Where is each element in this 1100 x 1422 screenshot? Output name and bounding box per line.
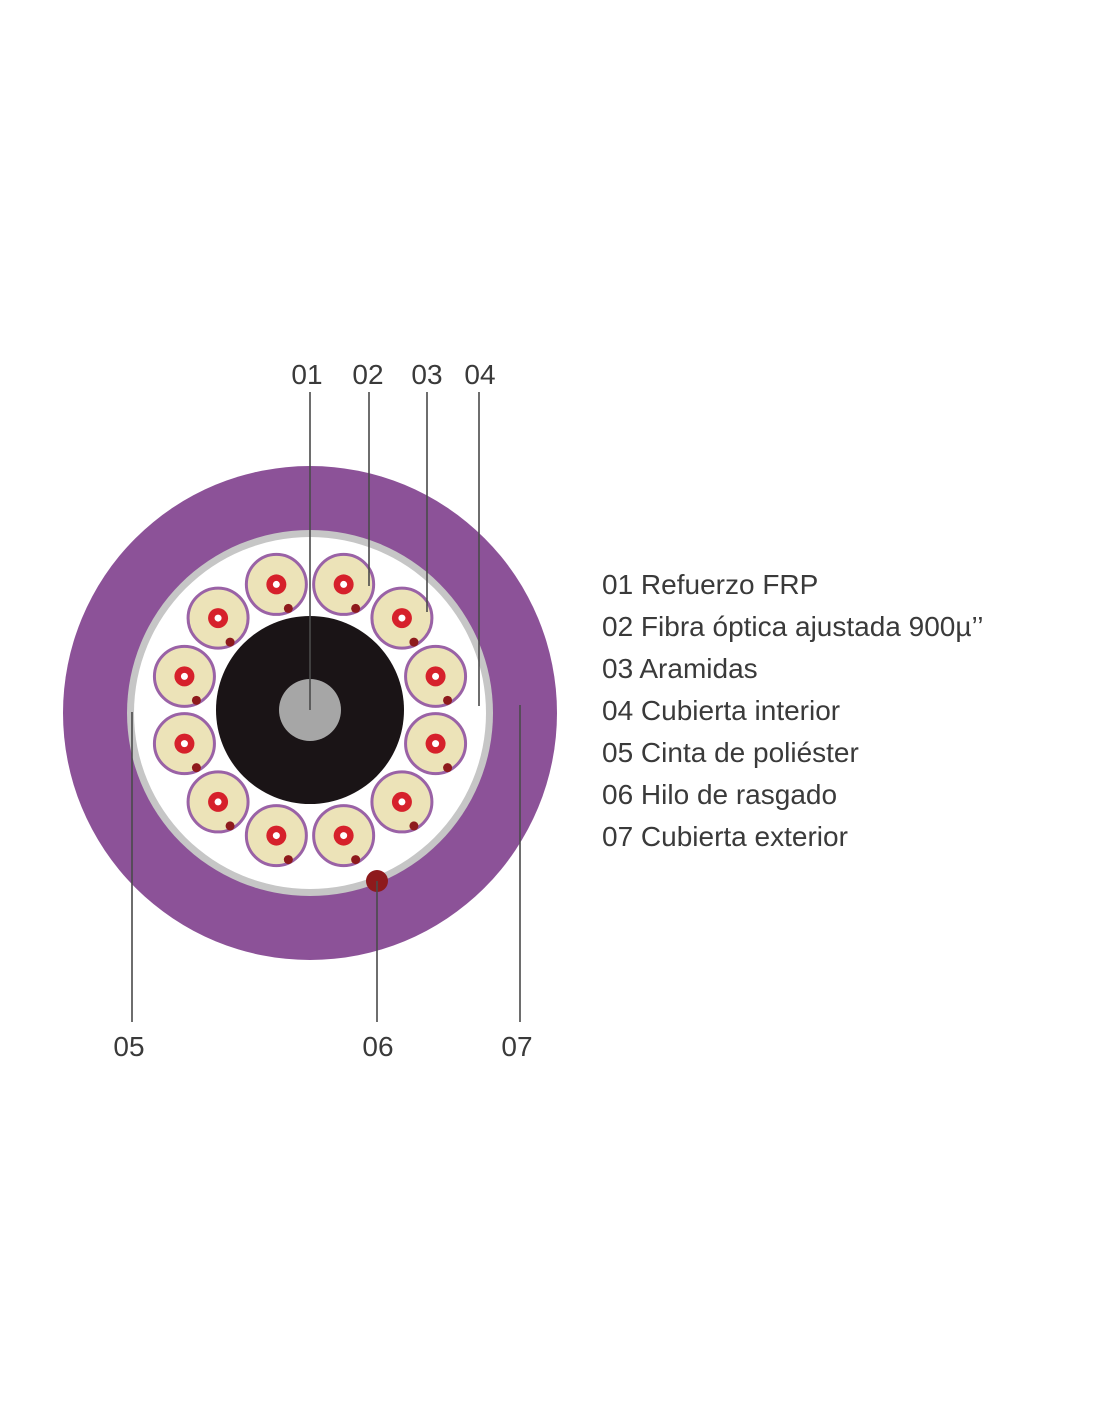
fiber-9 <box>186 770 250 834</box>
fiber-center <box>214 798 222 806</box>
legend-item-03: 03 Aramidas <box>602 653 758 684</box>
aramid-yarn <box>409 637 419 647</box>
callout-03: 03 <box>411 359 442 390</box>
legend-list: 01 Refuerzo FRP 02 Fibra óptica ajustada… <box>602 564 983 858</box>
fiber-5 <box>404 712 468 776</box>
callout-02: 02 <box>352 359 383 390</box>
callout-04: 04 <box>464 359 495 390</box>
aramid-yarn <box>409 821 419 831</box>
fiber-center <box>432 740 440 748</box>
fiber-center <box>340 832 348 840</box>
fiber-10 <box>152 712 216 776</box>
aramid-yarn <box>283 855 293 865</box>
fiber-3 <box>370 586 434 650</box>
fiber-8 <box>244 804 308 868</box>
fiber-2 <box>312 552 376 616</box>
fiber-12 <box>186 586 250 650</box>
fiber-center <box>180 740 188 748</box>
legend-item-05: 05 Cinta de poliéster <box>602 737 859 768</box>
callout-05: 05 <box>113 1031 144 1062</box>
fiber-center <box>398 798 406 806</box>
fiber-center <box>398 614 406 622</box>
aramid-yarn <box>351 603 361 613</box>
aramid-yarn <box>225 637 235 647</box>
tight-buffered-fibers <box>152 552 468 868</box>
aramid-yarn <box>283 603 293 613</box>
fiber-center <box>272 580 280 588</box>
legend-item-07: 07 Cubierta exterior <box>602 821 848 852</box>
fiber-1 <box>244 552 308 616</box>
callout-06: 06 <box>362 1031 393 1062</box>
fiber-center <box>340 580 348 588</box>
aramid-yarn <box>443 763 453 773</box>
legend-item-02: 02 Fibra óptica ajustada 900µ’’ <box>602 611 984 642</box>
fiber-7 <box>312 804 376 868</box>
callout-07: 07 <box>501 1031 532 1062</box>
fiber-11 <box>152 644 216 708</box>
fiber-center <box>272 832 280 840</box>
aramid-yarn <box>191 695 201 705</box>
legend-item-04: 04 Cubierta interior <box>602 695 841 726</box>
aramid-yarn <box>443 695 453 705</box>
fiber-center <box>214 614 222 622</box>
fiber-6 <box>370 770 434 834</box>
fiber-center <box>180 672 188 680</box>
callout-01: 01 <box>291 359 322 390</box>
aramid-yarn <box>191 763 201 773</box>
aramid-yarn <box>225 821 235 831</box>
legend-item-01: 01 Refuerzo FRP <box>602 569 819 600</box>
fiber-center <box>432 672 440 680</box>
fiber-4 <box>404 644 468 708</box>
aramid-yarn <box>351 855 361 865</box>
legend-item-06: 06 Hilo de rasgado <box>602 779 838 810</box>
